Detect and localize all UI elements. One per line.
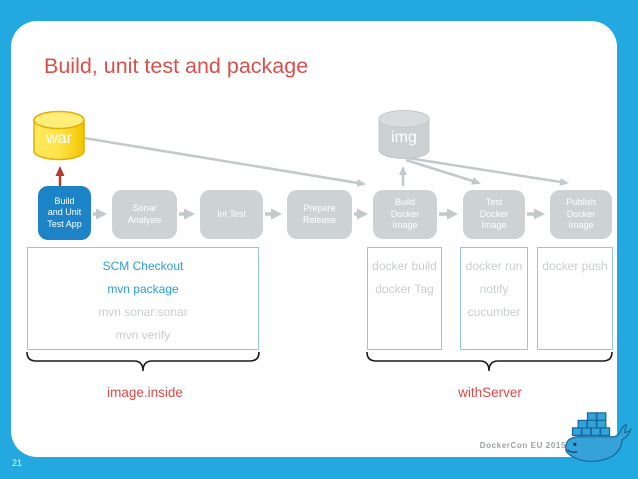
stage-build-docker-image: Build Docker Image [373,190,437,239]
stage-build-and-unit-test-app: Build and Unit Test App [38,186,91,240]
docker-whale-logo [565,412,632,462]
command-docker-tag: docker Tag [375,282,434,296]
docker-build-panel: docker build docker Tag [367,247,442,350]
command-mvn-package: mvn package [107,282,179,296]
command-cucumber: cucumber [467,305,521,319]
img-artifact-label: img [391,129,417,146]
stage-prepare-release: Prepare Release [287,190,352,239]
image-inside-label: image.inside [107,385,183,400]
stage-sonar-analysis: Sonar Analysis [112,190,177,239]
command-mvn-verify: mvn verify [115,328,171,342]
war-artifact-label: war [46,130,72,147]
footer-conference-label: DockerCon EU 2015 [479,441,566,450]
stage-test-docker-image: Test Docker Image [463,190,525,239]
page-number: 21 [12,458,23,468]
war-artifact: war [33,111,85,161]
maven-commands-panel: SCM Checkout mvn package mvn sonar:sonar… [27,247,259,350]
docker-test-panel: docker run notify cucumber [460,247,528,350]
img-artifact: img [378,110,430,160]
with-server-label: withServer [458,385,522,400]
stage-int-test: Int Test [200,190,263,239]
command-mvn-sonar: mvn sonar:sonar [98,305,188,319]
command-docker-build: docker build [372,259,437,273]
slide-card [11,21,617,457]
command-docker-run: docker run [465,259,523,273]
slide-title: Build, unit test and package [44,54,309,78]
docker-publish-panel: docker push [537,247,613,350]
command-docker-push: docker push [542,259,608,273]
stage-publish-docker-image: Publish Docker Image [550,190,612,239]
command-notify: notify [479,282,509,296]
command-scm-checkout: SCM Checkout [102,259,184,273]
